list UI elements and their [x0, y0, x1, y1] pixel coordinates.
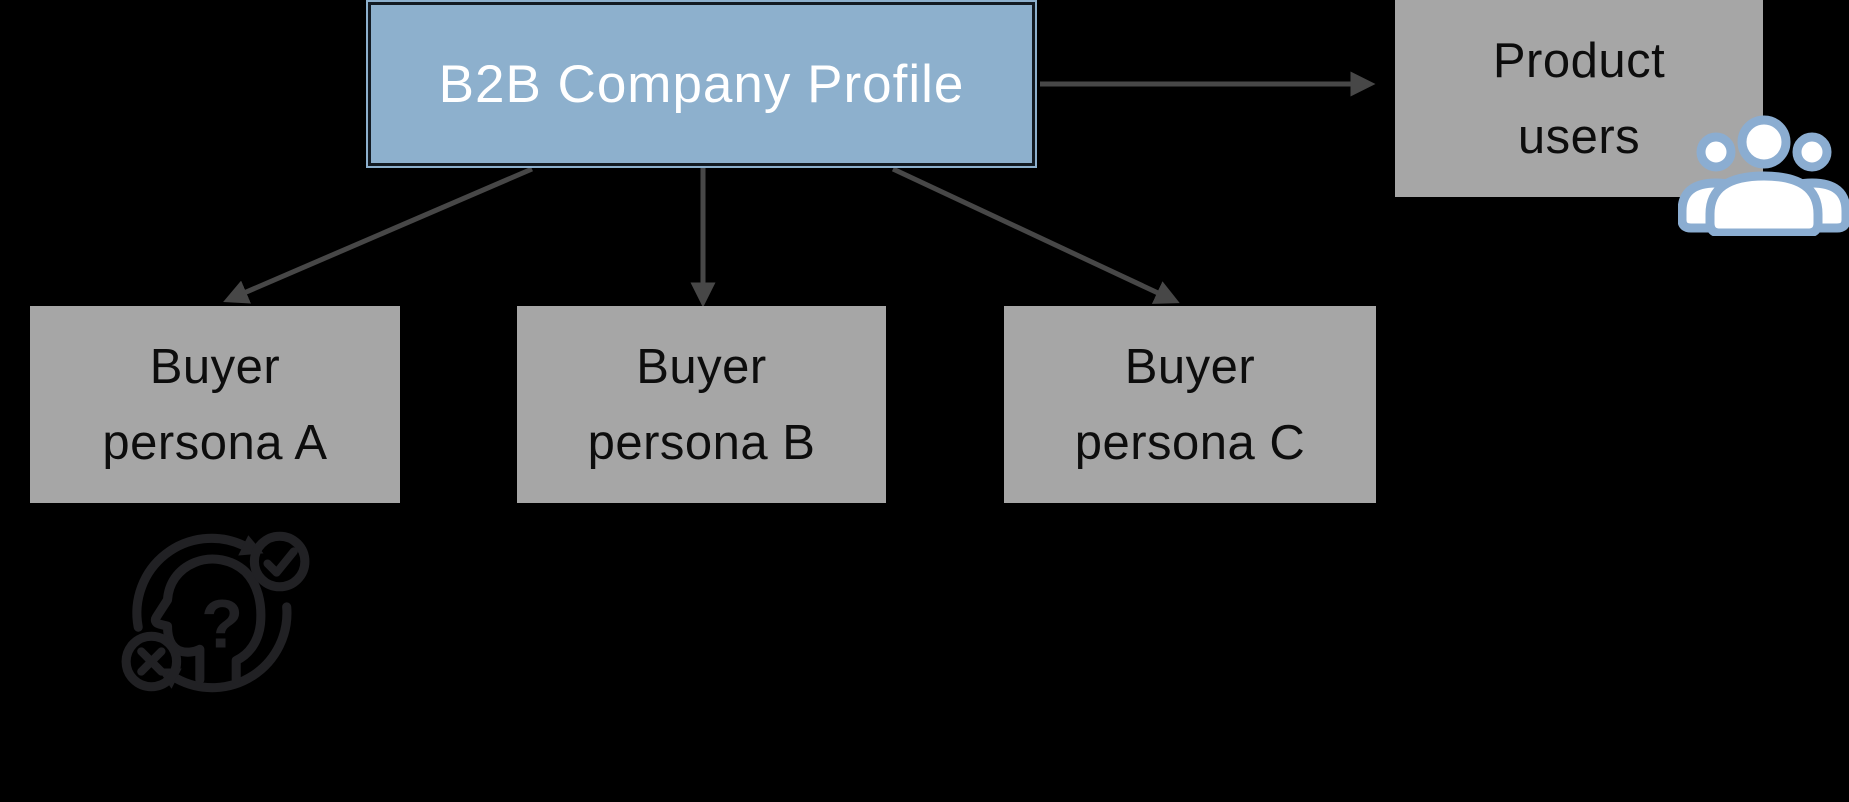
- node-label-line: users: [1517, 109, 1641, 164]
- node-buyer-persona-b: Buyer persona B: [517, 306, 886, 503]
- cross-circle-icon: [121, 631, 182, 692]
- arrow-root-to-persona-c: [891, 166, 1180, 304]
- node-label-line: Product: [1492, 33, 1666, 88]
- arrow-root-to-persona-a: [223, 166, 533, 304]
- three-users-group-icon: [1678, 115, 1849, 236]
- decision-head-question-cycle-icon: ?: [121, 531, 310, 693]
- node-label-line: persona C: [1074, 415, 1306, 470]
- node-label: B2B Company Profile: [438, 54, 965, 114]
- node-label-line: Buyer: [1124, 339, 1256, 394]
- check-circle-icon: [249, 531, 310, 592]
- node-label-line: Buyer: [636, 339, 767, 394]
- node-label-line: Buyer: [149, 339, 281, 394]
- node-buyer-persona-a: Buyer persona A: [30, 306, 400, 503]
- node-product-users: Product users: [1395, 0, 1763, 197]
- question-mark-glyph: ?: [201, 585, 243, 662]
- node-label-line: persona A: [102, 415, 328, 470]
- node-buyer-persona-c: Buyer persona C: [1004, 306, 1376, 503]
- node-label-line: persona B: [587, 415, 816, 470]
- node-b2b-company-profile: B2B Company Profile: [366, 0, 1037, 168]
